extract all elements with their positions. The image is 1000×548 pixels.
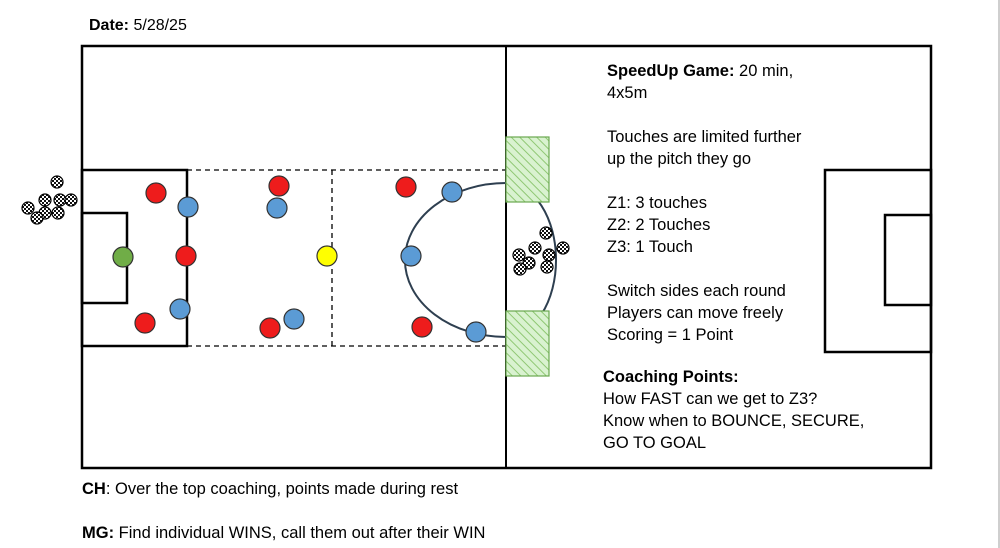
player-red: [145, 182, 167, 204]
coaching-line: GO TO GOAL: [603, 434, 707, 452]
player-blue: [283, 308, 305, 330]
coaching-heading: Coaching Points:: [603, 368, 739, 386]
center-circle: [404, 182, 557, 339]
soccer-ball-icon: [556, 241, 570, 255]
coaching-points: Coaching Points: How FAST can we get to …: [603, 366, 864, 454]
game-title-line: SpeedUp Game: 20 min,: [607, 60, 801, 82]
soccer-ball-icon: [30, 211, 44, 225]
soccer-ball-icon: [539, 226, 553, 240]
soccer-ball-icon: [51, 206, 65, 220]
player-red: [395, 176, 417, 198]
zone-rule: Z2: 2 Touches: [607, 216, 711, 234]
zone-rule: Z1: 3 touches: [607, 194, 707, 212]
game-title-line2: 4x5m: [607, 84, 648, 102]
zone-grid: [187, 169, 506, 347]
ball-pile-center: [512, 226, 570, 276]
player-blue: [266, 197, 288, 219]
touch-note: up the pitch they go: [607, 150, 752, 168]
soccer-ball-icon: [21, 201, 35, 215]
page-edge: [998, 0, 1000, 548]
players: [112, 175, 487, 343]
right-penalty-box: [823, 168, 933, 354]
player-blue: [169, 298, 191, 320]
zone-rule: Z3: 1 Touch: [607, 238, 693, 256]
mini-goal-top: [505, 136, 550, 203]
game-rule: Scoring = 1 Point: [607, 326, 734, 344]
soccer-ball-icon: [512, 248, 526, 262]
player-blue: [177, 196, 199, 218]
ball-pile-left: [21, 175, 78, 225]
player-blue: [400, 245, 422, 267]
soccer-ball-icon: [542, 248, 556, 262]
player-red: [175, 245, 197, 267]
soccer-ball-icon: [528, 241, 542, 255]
game-title-rest: 20 min,: [739, 62, 794, 80]
game-description: SpeedUp Game: 20 min, 4x5m Touches are l…: [607, 60, 801, 346]
ch-text: : Over the top coaching, points made dur…: [105, 480, 459, 498]
game-rule: Players can move freely: [607, 304, 784, 322]
mg-note: MG: Find individual WINS, call them out …: [82, 523, 485, 543]
soccer-ball-icon: [64, 193, 78, 207]
mg-label: MG:: [82, 524, 115, 542]
player-red: [259, 317, 281, 339]
soccer-ball-icon: [540, 260, 554, 274]
player-blue: [441, 181, 463, 203]
player-blue: [465, 321, 487, 343]
soccer-ball-icon: [522, 256, 536, 270]
ch-label: CH: [82, 480, 106, 498]
soccer-ball-icon: [513, 262, 527, 276]
coaching-line: Know when to BOUNCE, SECURE,: [603, 412, 865, 430]
mini-goal-bottom: [505, 310, 550, 377]
right-goal-box: [883, 213, 933, 307]
player-red: [134, 312, 156, 334]
date-line: Date: 5/28/25: [89, 16, 187, 36]
player-green: [112, 246, 134, 268]
player-red: [268, 175, 290, 197]
soccer-ball-icon: [53, 193, 67, 207]
mg-text: Find individual WINS, call them out afte…: [114, 524, 486, 542]
player-yellow: [316, 245, 338, 267]
touch-note: Touches are limited further: [607, 128, 802, 146]
date-value: 5/28/25: [133, 17, 187, 34]
ch-note: CH: Over the top coaching, points made d…: [82, 479, 458, 499]
player-red: [411, 316, 433, 338]
coaching-line: How FAST can we get to Z3?: [603, 390, 818, 408]
soccer-ball-icon: [38, 193, 52, 207]
soccer-ball-icon: [50, 175, 64, 189]
left-penalty-box: [80, 168, 189, 348]
game-title-label: SpeedUp Game:: [607, 62, 735, 80]
game-rule: Switch sides each round: [607, 282, 786, 300]
date-label: Date:: [89, 17, 130, 34]
